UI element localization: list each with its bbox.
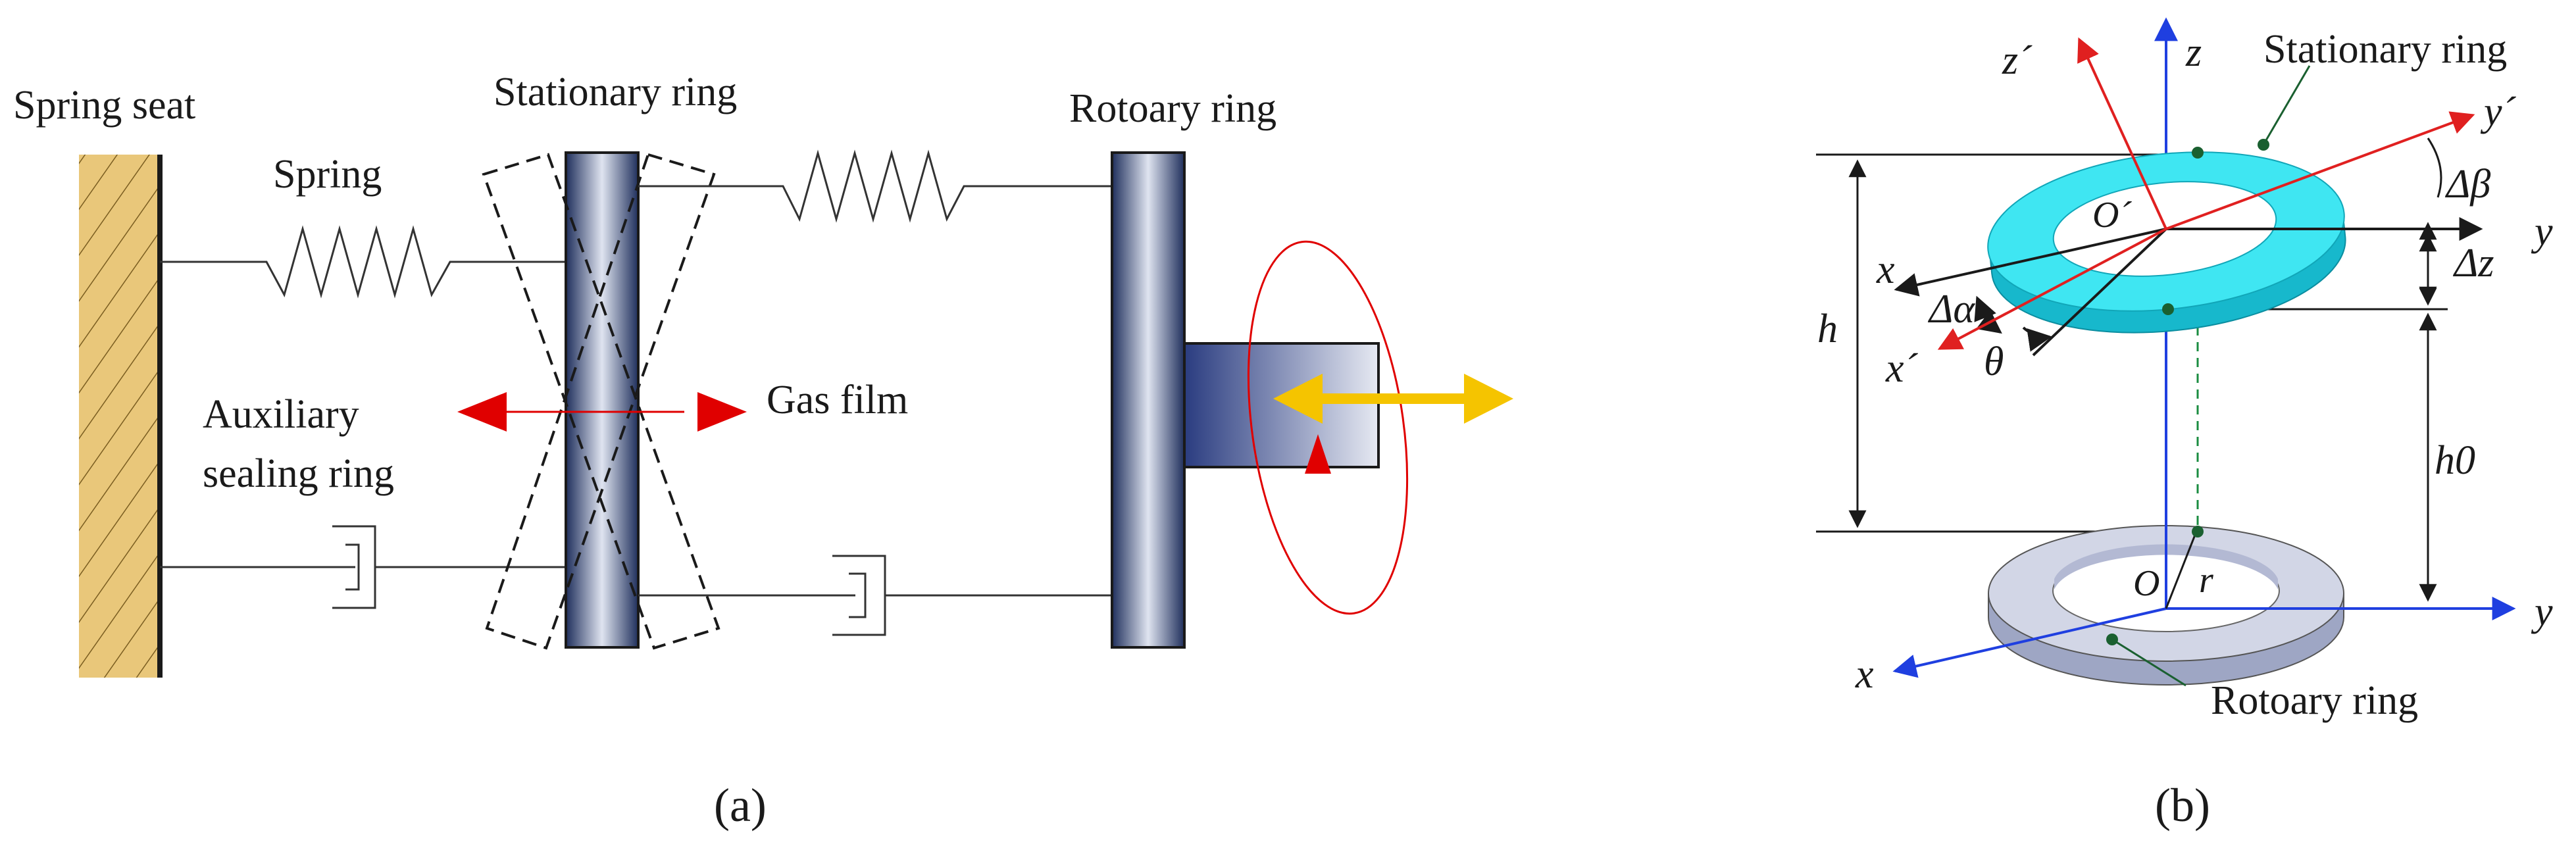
delta-beta-label: Δβ — [2444, 162, 2490, 207]
rotoary-ring-label: Rotoary ring — [1069, 86, 1276, 131]
stationary-ring-3d — [1987, 151, 2346, 334]
delta-z-label: Δz — [2452, 241, 2494, 286]
panel-a: Spring seat Spring Auxiliary sealing rin… — [13, 70, 1513, 832]
o-prime-label: O´ — [2092, 195, 2132, 236]
axial-arrow — [1273, 374, 1513, 424]
caption-b: (b) — [2155, 779, 2210, 832]
y-lower-label: y — [2531, 589, 2553, 634]
x-lower-label: x — [1855, 652, 1874, 697]
x-prime-label: x´ — [1885, 346, 1919, 391]
tilt-outline — [482, 153, 720, 650]
o-label: O — [2133, 563, 2159, 604]
spring-seat-wall — [79, 155, 158, 678]
upper-black-axes — [1894, 217, 2483, 357]
upper-red-axes — [1937, 37, 2475, 350]
r-label: r — [2199, 560, 2213, 601]
delta-alpha-label: Δα — [1927, 287, 1975, 332]
spring-label: Spring — [273, 152, 382, 197]
stationary-ring-label-b: Stationary ring — [2263, 27, 2507, 72]
y-upper-label: y — [2531, 209, 2553, 254]
panel-b: Stationary ring Rotoary ring z´ z y´ y x… — [1816, 17, 2553, 832]
gas-film-arrows — [457, 392, 747, 432]
h0-label: h0 — [2435, 438, 2475, 483]
gas-film-label: Gas film — [767, 378, 908, 422]
theta-label: θ — [1984, 339, 2004, 384]
radius-line — [2165, 531, 2198, 609]
right-spring — [638, 149, 1112, 223]
auxiliary-damper — [160, 525, 566, 609]
z-prime-label: z´ — [2002, 38, 2033, 83]
auxiliary-label-line2: sealing ring — [203, 451, 394, 496]
spring-seat-label: Spring seat — [13, 83, 195, 128]
caption-a: (a) — [714, 779, 767, 832]
left-spring — [160, 225, 566, 299]
h-label: h — [1817, 307, 1838, 351]
auxiliary-label-line1: Auxiliary — [203, 392, 359, 437]
y-prime-label: y´ — [2480, 89, 2517, 134]
rotation-arrow — [1305, 434, 1331, 474]
rotation-ellipse — [1247, 240, 1409, 615]
center-damper — [638, 555, 1112, 636]
stationary-ring — [565, 151, 640, 649]
stationary-ring-label: Stationary ring — [493, 70, 737, 114]
shaft — [1183, 342, 1380, 468]
rotoary-ring — [1111, 151, 1186, 649]
z-label: z — [2185, 30, 2202, 75]
rotoary-ring-label-b: Rotoary ring — [2211, 678, 2418, 723]
x-upper-label: x — [1876, 247, 1895, 292]
